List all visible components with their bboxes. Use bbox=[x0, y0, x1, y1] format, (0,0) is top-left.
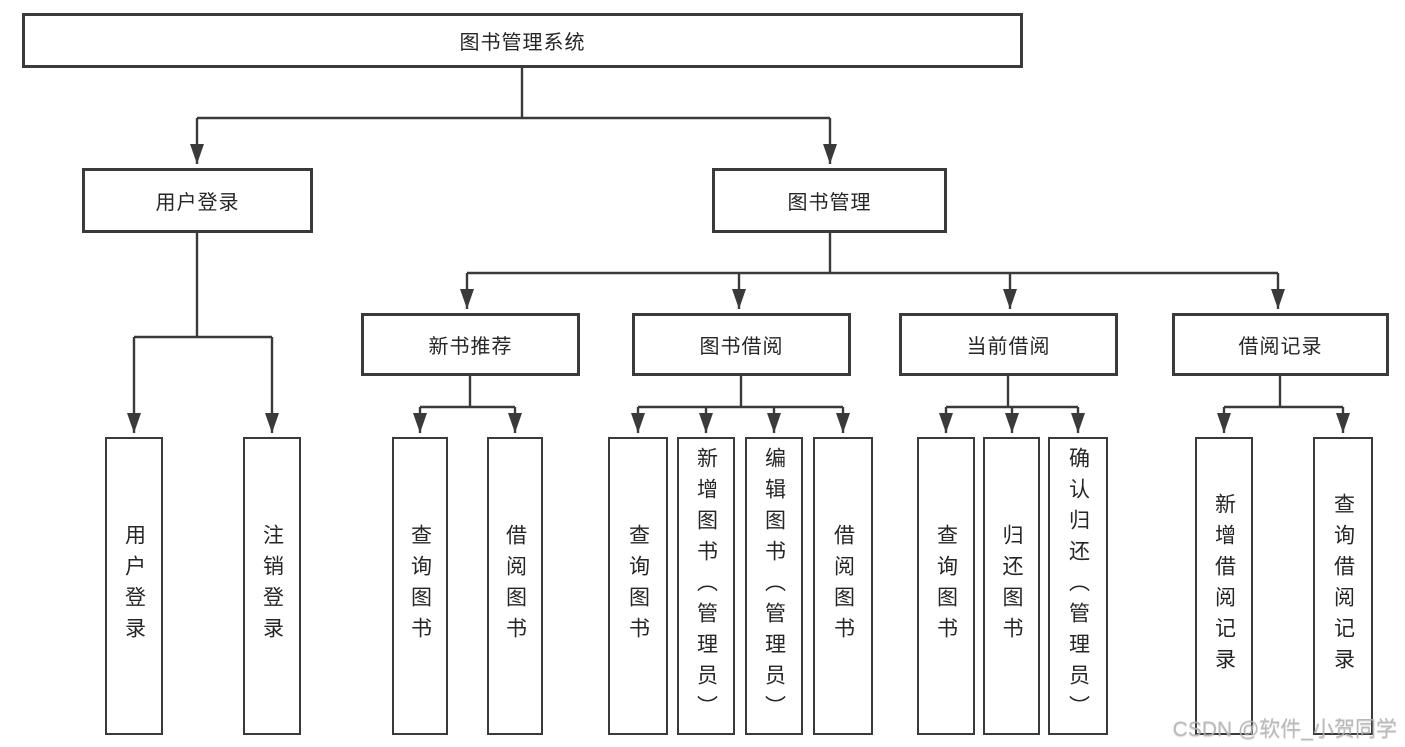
leaf-user-login: 用户登录 bbox=[105, 437, 163, 735]
leaf-cb-confirm-return-admin: 确认归还（管理员） bbox=[1048, 437, 1108, 735]
leaf-user-login-label: 用户登录 bbox=[122, 524, 146, 648]
node-borrow-record-label: 借阅记录 bbox=[1238, 336, 1323, 358]
leaf-bb-borrow-books-label: 借阅图书 bbox=[831, 524, 855, 648]
leaf-br-add-record-label: 新增借阅记录 bbox=[1212, 493, 1236, 679]
leaf-br-add-record: 新增借阅记录 bbox=[1195, 437, 1253, 735]
leaf-cb-confirm-return-admin-label: 确认归还（管理员） bbox=[1066, 446, 1090, 726]
leaf-bb-query-books: 查询图书 bbox=[608, 437, 668, 735]
leaf-nb-borrow-books: 借阅图书 bbox=[487, 437, 543, 735]
node-root-label: 图书管理系统 bbox=[459, 32, 586, 54]
node-user-login-label: 用户登录 bbox=[155, 192, 240, 214]
node-borrow-record: 借阅记录 bbox=[1172, 313, 1389, 376]
node-book-management-label: 图书管理 bbox=[787, 192, 872, 214]
leaf-bb-query-books-label: 查询图书 bbox=[626, 524, 650, 648]
leaf-cb-return-books: 归还图书 bbox=[983, 437, 1040, 735]
leaf-nb-query-books-label: 查询图书 bbox=[408, 524, 432, 648]
leaf-bb-edit-books-admin: 编辑图书（管理员） bbox=[745, 437, 803, 735]
leaf-cb-query-books: 查询图书 bbox=[917, 437, 975, 735]
leaf-bb-edit-books-admin-label: 编辑图书（管理员） bbox=[762, 446, 786, 726]
node-current-borrow-label: 当前借阅 bbox=[966, 336, 1051, 358]
leaf-br-query-record-label: 查询借阅记录 bbox=[1331, 493, 1355, 679]
node-new-book-recommend: 新书推荐 bbox=[361, 313, 580, 376]
node-book-borrow-label: 图书借阅 bbox=[699, 336, 784, 358]
leaf-br-query-record: 查询借阅记录 bbox=[1313, 437, 1373, 735]
leaf-nb-query-books: 查询图书 bbox=[392, 437, 448, 735]
node-current-borrow: 当前借阅 bbox=[899, 313, 1118, 376]
node-book-management: 图书管理 bbox=[712, 168, 947, 233]
leaf-cb-return-books-label: 归还图书 bbox=[1000, 524, 1024, 648]
node-root: 图书管理系统 bbox=[22, 13, 1023, 68]
leaf-bb-add-books-admin-label: 新增图书（管理员） bbox=[694, 446, 718, 726]
node-user-login: 用户登录 bbox=[82, 168, 313, 233]
node-new-book-recommend-label: 新书推荐 bbox=[428, 336, 513, 358]
leaf-logout: 注销登录 bbox=[243, 437, 301, 735]
leaf-bb-add-books-admin: 新增图书（管理员） bbox=[677, 437, 735, 735]
node-book-borrow: 图书借阅 bbox=[632, 313, 851, 376]
leaf-cb-query-books-label: 查询图书 bbox=[934, 524, 958, 648]
csdn-watermark: CSDN @软件_小贺同学 bbox=[1172, 718, 1397, 741]
leaf-nb-borrow-books-label: 借阅图书 bbox=[503, 524, 527, 648]
leaf-logout-label: 注销登录 bbox=[260, 524, 284, 648]
leaf-bb-borrow-books: 借阅图书 bbox=[813, 437, 873, 735]
